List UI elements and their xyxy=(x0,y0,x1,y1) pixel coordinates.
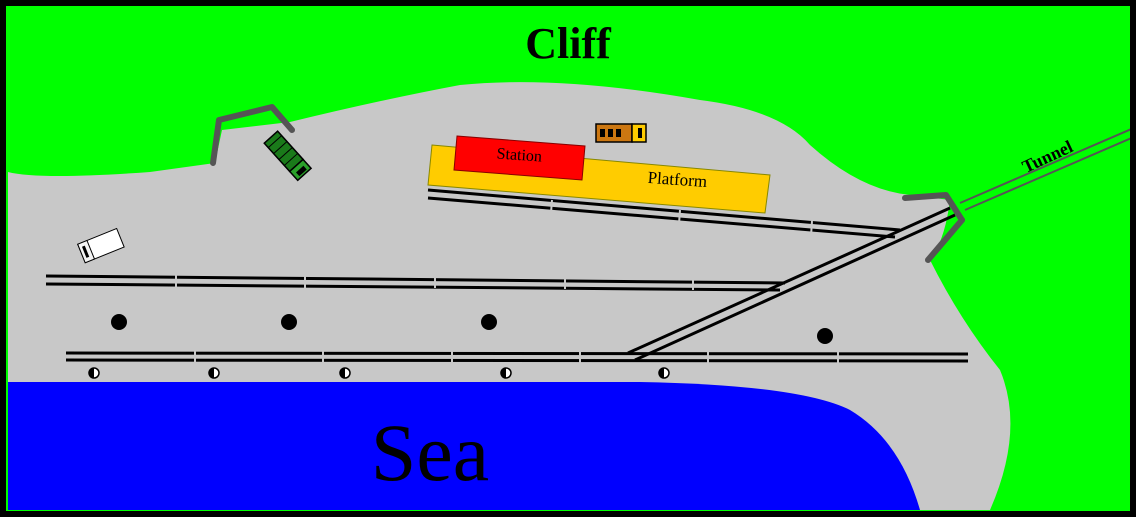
mooring-ring-icon xyxy=(500,367,512,379)
bollard xyxy=(481,314,497,330)
middle-track-rail-a xyxy=(45,274,786,285)
middle-track-rail-b xyxy=(45,282,781,292)
rail-joints xyxy=(175,199,839,364)
bollard xyxy=(281,314,297,330)
sea-label: Sea xyxy=(371,407,489,498)
mooring-ring-icon xyxy=(208,367,220,379)
tunnel-track-rail-a xyxy=(959,126,1136,204)
station-label: Station xyxy=(496,145,542,165)
orange-tractor-icon[interactable] xyxy=(595,123,647,143)
north-wall xyxy=(210,104,295,166)
platform-label: Platform xyxy=(647,168,708,191)
platform-track-rail-a xyxy=(427,188,901,232)
diagonal-track-rail-b xyxy=(634,213,956,362)
white-van-icon[interactable] xyxy=(77,227,125,264)
green-lorry-icon[interactable] xyxy=(263,130,313,182)
mooring-ring-icon xyxy=(339,367,351,379)
tunnel-wall-north xyxy=(902,192,965,223)
bollard xyxy=(817,328,833,344)
cliff-label: Cliff xyxy=(525,19,612,68)
station-building xyxy=(453,135,586,181)
tunnel-track-rail-b xyxy=(964,135,1136,211)
mooring-rings xyxy=(88,367,670,379)
quay-track-rail-b xyxy=(65,358,969,363)
sea-area xyxy=(8,382,920,510)
mooring-ring-icon xyxy=(88,367,100,379)
bollard xyxy=(111,314,127,330)
quay-track-rail-a xyxy=(65,351,969,356)
platform-track-rail-b xyxy=(427,196,896,239)
mooring-ring-icon xyxy=(658,367,670,379)
diagonal-track-rail-a xyxy=(627,206,951,355)
tunnel-wall-south xyxy=(925,217,965,263)
